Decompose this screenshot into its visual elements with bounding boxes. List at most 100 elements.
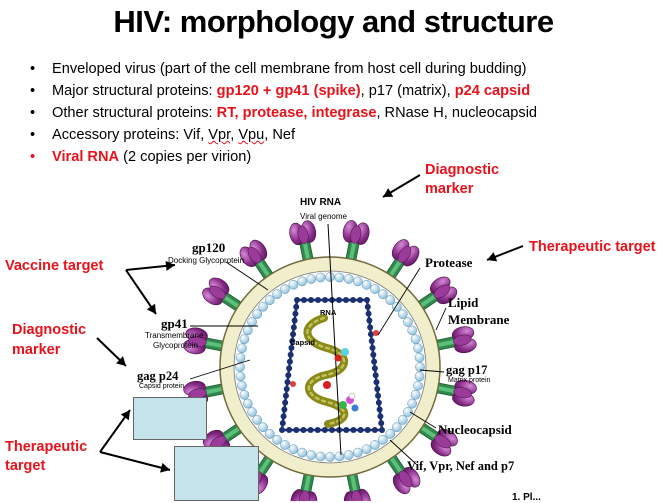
rna-pointer-line <box>327 223 342 456</box>
matrix-dot <box>297 447 308 458</box>
arrow-therapeutic-box1 <box>99 409 131 453</box>
annotation-therapeutic-left-2: target <box>5 458 46 474</box>
arrow-head <box>160 462 170 473</box>
matrix-dot <box>306 274 317 284</box>
nucleocapsid-dot <box>291 317 298 324</box>
bullet-text: , p17 (matrix), <box>360 83 455 99</box>
matrix-dot <box>325 272 335 282</box>
matrix-dot <box>252 309 263 319</box>
matrix-dot <box>414 352 425 363</box>
nucleocapsid-dot <box>367 324 374 331</box>
matrix-dot <box>235 352 246 363</box>
bullet-other-proteins: Other structural proteins: RT, protease,… <box>30 102 537 124</box>
matrix-dot <box>288 279 299 290</box>
nucleocapsid-dot <box>293 427 300 433</box>
matrix-dot <box>252 415 263 425</box>
gp120-knob-center <box>351 490 363 501</box>
arrow-head <box>120 410 130 421</box>
matrix-dot <box>413 343 423 354</box>
matrix-dot <box>258 301 268 312</box>
nucleocapsid-dot <box>379 427 385 433</box>
matrix-protein-ring <box>235 272 425 462</box>
nucleocapsid-dot <box>336 297 342 303</box>
label-gp41: gp41 <box>161 316 188 331</box>
nucleocapsid-dot <box>290 324 297 331</box>
highlight-gp120-gp41: gp120 + gp41 (spike) <box>216 83 361 99</box>
pointer-gp120 <box>225 261 269 291</box>
label-nucleocapsid: Nucleocapsid <box>438 422 512 437</box>
enzyme-white-1 <box>348 392 356 400</box>
matrix-dot <box>288 444 299 455</box>
spike-7 <box>343 465 371 501</box>
annotation-arrows <box>96 174 524 473</box>
nucleocapsid-dot <box>287 351 294 358</box>
annotation-therapeutic-right: Therapeutic target <box>529 239 656 255</box>
nucleocapsid-dot <box>343 427 350 433</box>
nucleocapsid-dot <box>307 427 314 433</box>
nucleocapsid-dots <box>279 297 385 433</box>
gp120-knob-center <box>209 285 226 300</box>
matrix-dot <box>239 389 250 400</box>
matrix-dot <box>397 415 408 425</box>
matrix-dot <box>370 284 380 294</box>
nucleocapsid-dot <box>321 427 328 433</box>
matrix-dot <box>403 407 413 417</box>
matrix-dot <box>247 407 257 417</box>
matrix-dot <box>352 276 363 287</box>
gp120-knob-center <box>434 434 451 449</box>
gp120-knob-center <box>453 387 472 399</box>
matrix-dot <box>264 295 275 305</box>
enzyme-red-2 <box>334 354 342 362</box>
matrix-dot <box>258 422 268 433</box>
nucleocapsid-dot <box>364 297 370 303</box>
nucleocapsid-dot <box>378 420 385 427</box>
bullet-text: Accessory proteins: <box>52 127 184 143</box>
arrow-head <box>487 252 498 262</box>
enzyme-red-4 <box>290 381 296 387</box>
enzyme-green-1 <box>339 401 347 409</box>
nucleocapsid-dot <box>315 297 321 303</box>
matrix-dot <box>370 440 380 450</box>
label-lipid-1: Lipid <box>448 295 479 310</box>
matrix-dot <box>325 452 335 462</box>
matrix-dot <box>403 317 413 327</box>
nucleocapsid-dot <box>282 399 289 406</box>
nucleocapsid-dot <box>286 358 293 365</box>
bullet-accessory: Accessory proteins: Vif, Vpr, Vpu, Nef <box>30 124 537 146</box>
highlight-viral-rna: Viral RNA <box>52 149 120 165</box>
pointer-gag-p17 <box>419 369 445 373</box>
label-gp41-sub-1: Transmembrane <box>145 331 204 340</box>
arrow-vaccine-gp41 <box>125 269 157 315</box>
matrix-dot <box>410 334 421 345</box>
nucleocapsid-dot <box>374 385 381 392</box>
matrix-dot <box>315 451 326 462</box>
nucleocapsid-dot <box>294 297 300 303</box>
highlight-p24-capsid: p24 capsid <box>454 83 531 99</box>
nucleocapsid-dot <box>288 344 295 351</box>
nucleocapsid-dot <box>357 427 364 433</box>
nucleocapsid-dot <box>314 427 321 433</box>
nucleocapsid-dot <box>329 427 335 433</box>
arrow-head <box>165 260 175 271</box>
matrix-dot <box>235 371 246 382</box>
nucleocapsid-dot <box>285 372 292 379</box>
matrix-dot <box>264 429 275 439</box>
bullet-enveloped: Enveloped virus (part of the cell membra… <box>30 58 537 80</box>
label-gp41-sub-2: Glycoprotein <box>153 341 198 350</box>
bullet-list: Enveloped virus (part of the cell membra… <box>30 58 537 168</box>
answer-box-2 <box>174 446 259 501</box>
matrix-dot <box>334 451 345 462</box>
annotation-therapeutic-left-1: Therapeutic <box>5 439 88 455</box>
matrix-dot <box>414 371 425 382</box>
bullet-major-proteins: Major structural proteins: gp120 + gp41 … <box>30 80 537 102</box>
label-gag-p24: gag p24 <box>137 369 179 383</box>
nucleocapsid-dot <box>366 317 373 324</box>
label-rna: RNA <box>320 308 337 317</box>
label-gp120: gp120 <box>192 240 226 255</box>
matrix-dot <box>334 272 345 283</box>
label-hiv-rna: HIV RNA <box>300 197 342 208</box>
nucleocapsid-dot <box>371 427 378 433</box>
nucleocapsid-dot <box>350 427 357 433</box>
label-pointer-lines <box>189 261 447 465</box>
bullet-text: Other structural proteins: <box>52 105 217 121</box>
